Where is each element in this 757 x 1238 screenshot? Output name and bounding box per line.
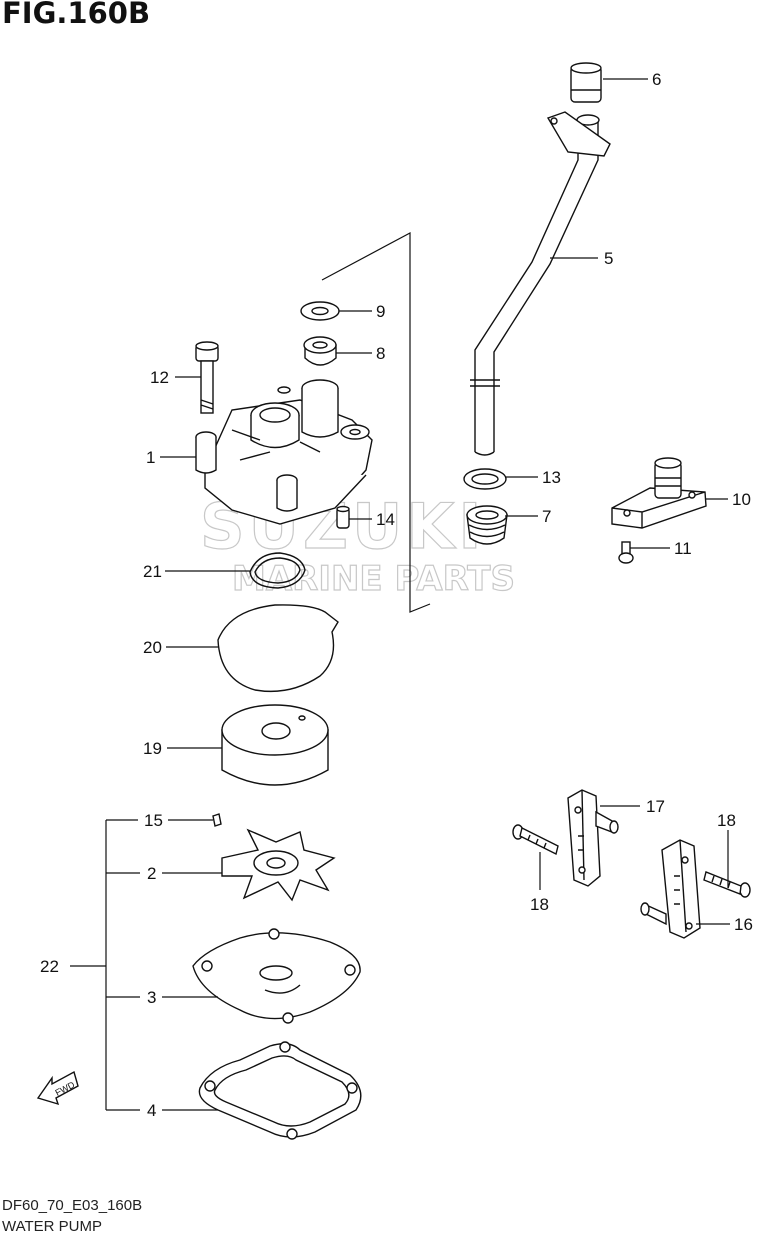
part-16-clamp — [640, 839, 701, 939]
part-9-washer — [300, 301, 340, 321]
callout-13: 13 — [542, 468, 561, 487]
callout-labels: 1 2 3 4 5 6 7 8 9 10 11 12 13 14 15 16 1… — [40, 70, 753, 1120]
callout-10: 10 — [732, 490, 751, 509]
part-17-clamp — [567, 789, 619, 887]
callout-4: 4 — [147, 1101, 156, 1120]
part-2-impeller — [221, 828, 336, 902]
part-6-cap — [570, 62, 602, 103]
callout-1: 1 — [146, 448, 155, 467]
callout-5: 5 — [604, 249, 613, 268]
callout-22: 22 — [40, 957, 59, 976]
callout-16: 16 — [734, 915, 753, 934]
part-10-bracket — [611, 457, 707, 529]
callout-8: 8 — [376, 344, 385, 363]
part-21-o-ring — [249, 552, 306, 589]
part-4-gasket — [198, 1041, 362, 1140]
callout-20: 20 — [143, 638, 162, 657]
part-5-water-tube — [470, 111, 611, 456]
part-19-liner — [221, 704, 329, 786]
part-8-grommet — [303, 336, 337, 366]
callout-3: 3 — [147, 988, 156, 1007]
watermark-subtitle: MARINE PARTS — [232, 559, 515, 599]
callout-18-left: 18 — [530, 895, 549, 914]
group-bracket-outline — [321, 231, 431, 613]
fwd-arrow-icon: FWD — [36, 1070, 79, 1106]
callout-19: 19 — [143, 739, 162, 758]
part-20-gasket — [217, 604, 339, 693]
part-11-screw — [618, 541, 634, 564]
figure-caption: WATER PUMP — [2, 1218, 102, 1235]
callout-15: 15 — [144, 811, 163, 830]
part-12-bolt — [195, 341, 219, 414]
part-13-washer — [463, 468, 507, 490]
callout-17: 17 — [646, 797, 665, 816]
callout-2: 2 — [147, 864, 156, 883]
figure-model-code: DF60_70_E03_160B — [2, 1197, 143, 1214]
callout-21: 21 — [143, 562, 162, 581]
part-14-pin — [336, 505, 350, 529]
part-7-seal — [466, 505, 508, 545]
callout-6: 6 — [652, 70, 661, 89]
part-3-plate — [192, 928, 361, 1024]
callout-9: 9 — [376, 302, 385, 321]
callout-7: 7 — [542, 507, 551, 526]
callout-18-right: 18 — [717, 811, 736, 830]
part-18-screw-left — [512, 824, 559, 856]
leader-lines — [70, 78, 730, 1111]
part-18-screw-right — [703, 871, 751, 898]
part-1-pump-case — [195, 379, 373, 525]
callout-11: 11 — [674, 539, 692, 558]
callout-12: 12 — [150, 368, 169, 387]
figure-title: FIG.160B — [2, 0, 151, 30]
callout-14: 14 — [376, 510, 395, 529]
part-15-key — [212, 813, 222, 827]
